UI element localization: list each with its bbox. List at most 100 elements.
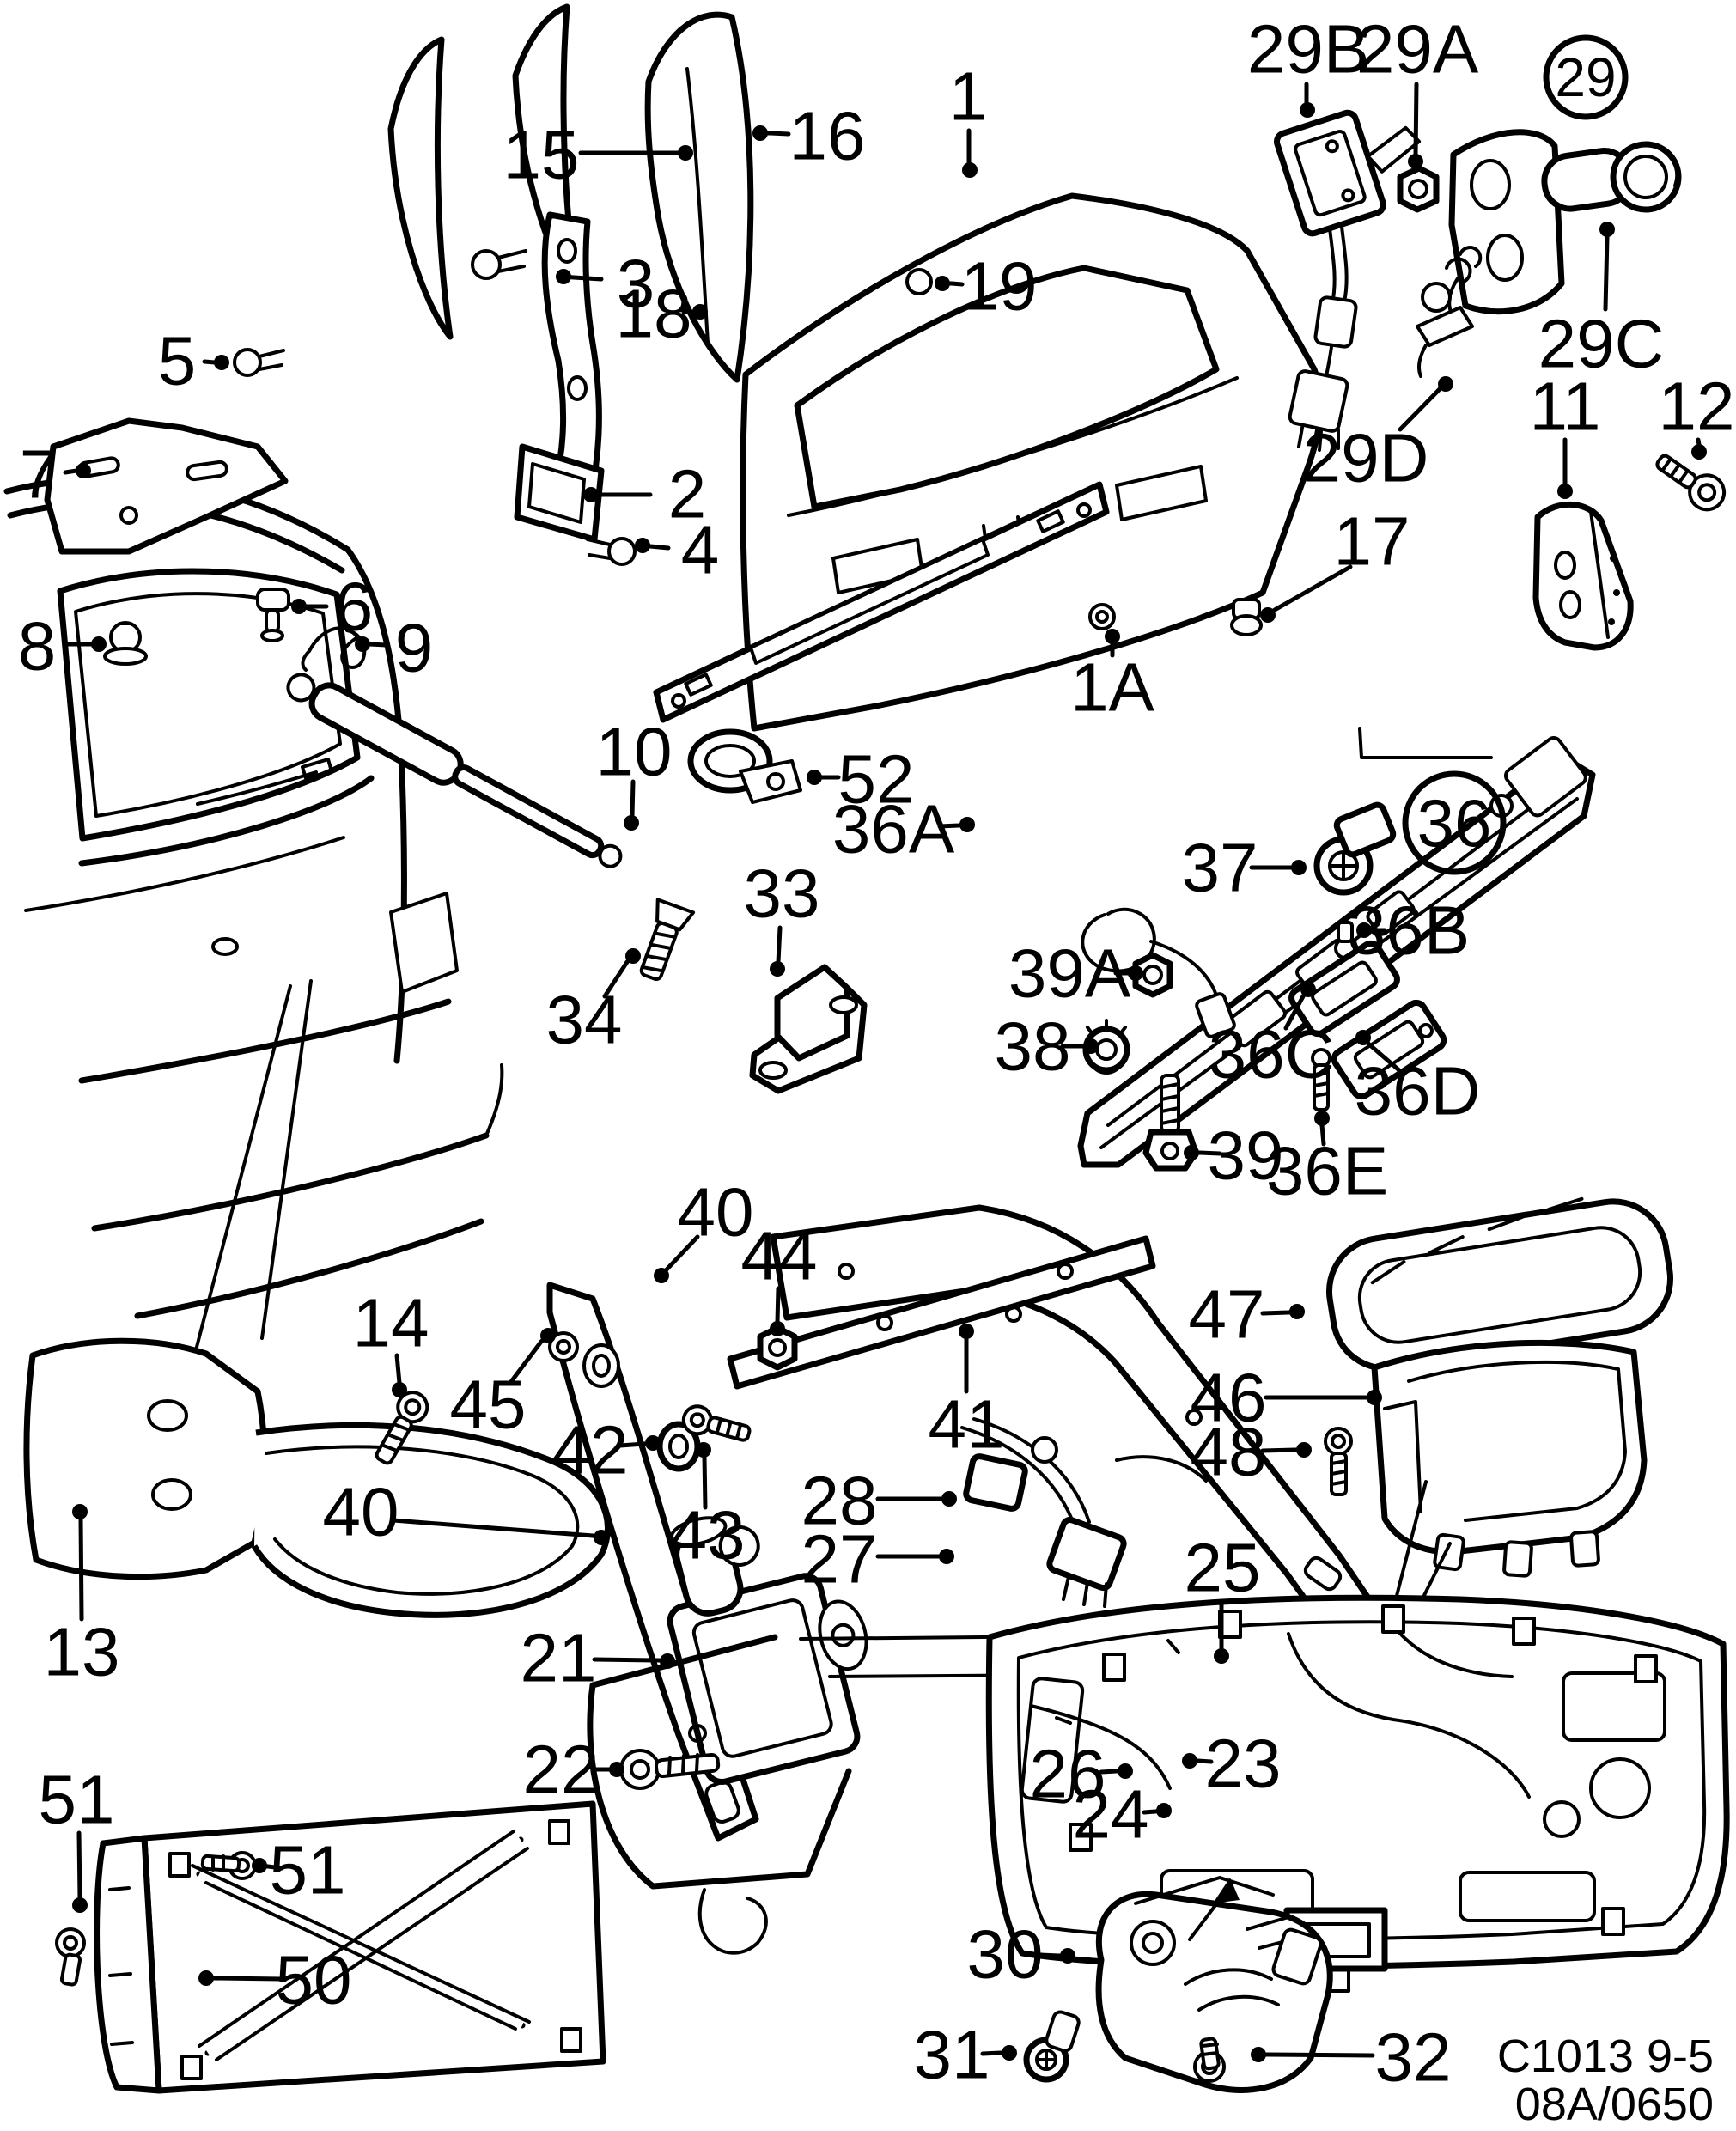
nut-1A xyxy=(1088,603,1116,630)
leader-dot xyxy=(1599,222,1615,237)
leader-dot xyxy=(1355,1030,1371,1045)
part-label-34-25: 34 xyxy=(546,948,641,1058)
leader-dot xyxy=(1356,922,1372,938)
part-number-text: 14 xyxy=(353,1285,429,1361)
leader-dot xyxy=(1260,607,1276,623)
nut-45-washer xyxy=(548,1331,620,1388)
part-label-13-35: 13 xyxy=(44,1504,120,1690)
rubber-bumper-6 xyxy=(256,588,290,642)
plate-bracket-50 xyxy=(94,1800,606,2094)
part-number-text: 13 xyxy=(44,1614,120,1690)
part-number-text: 21 xyxy=(521,1620,597,1696)
part-label-43-40: 43 xyxy=(669,1442,745,1574)
clip-31 xyxy=(1023,2010,1081,2083)
bumper-17 xyxy=(1230,598,1263,636)
part-number-text: 31 xyxy=(914,2017,990,2093)
part-number-text: 50 xyxy=(276,1942,352,2018)
leader-dot xyxy=(645,1435,661,1451)
leader-dot xyxy=(1182,1753,1197,1769)
part-label-6-16: 6 xyxy=(291,569,373,645)
leader-dot xyxy=(1083,1038,1099,1054)
leader-dot xyxy=(1557,484,1573,499)
part-label-23-50: 23 xyxy=(1182,1726,1281,1802)
leader-dot xyxy=(556,269,571,284)
part-label-3-2: 3 xyxy=(556,246,655,322)
grommet-19 xyxy=(905,268,933,295)
part-number-text: 36C xyxy=(1209,1016,1335,1093)
leader-dot xyxy=(1128,965,1143,981)
part-number-text: 46 xyxy=(1191,1360,1267,1436)
part-label-40-36: 40 xyxy=(654,1174,754,1283)
part-number-text: 52 xyxy=(838,741,915,818)
leader-line xyxy=(204,1976,284,1982)
leader-dot xyxy=(392,1382,407,1397)
part-label-46-54: 46 xyxy=(1191,1360,1382,1436)
part-label-16-1: 16 xyxy=(752,98,865,174)
bracket-7 xyxy=(44,417,289,555)
part-number-text: 5 xyxy=(158,323,197,399)
part-label-25-47: 25 xyxy=(1185,1530,1260,1664)
part-number-text: 40 xyxy=(678,1174,754,1251)
part-label-26-48: 26 xyxy=(1030,1736,1133,1812)
part-label-36A-23: 36A xyxy=(832,791,975,868)
part-label-19-5: 19 xyxy=(935,248,1037,325)
part-number-text: 22 xyxy=(523,1732,600,1808)
part-label-10-21: 10 xyxy=(596,714,672,831)
leader-dot xyxy=(1289,1304,1305,1319)
leader-dot xyxy=(1408,154,1423,169)
part-number-text: 34 xyxy=(546,982,623,1058)
leader-dot xyxy=(635,538,650,553)
leader-dot xyxy=(1367,1390,1382,1405)
part-label-42-39: 42 xyxy=(552,1412,661,1489)
part-number-text: 41 xyxy=(929,1386,1005,1463)
part-label-39A-27: 39A xyxy=(1008,935,1143,1012)
bulb-36B xyxy=(1334,921,1356,959)
part-number-text: 23 xyxy=(1205,1726,1282,1802)
lever-29D xyxy=(1416,306,1474,347)
leader-dot xyxy=(1184,1145,1199,1160)
part-number-text: 36B xyxy=(1348,892,1470,969)
leader-dot xyxy=(355,636,370,652)
striker-33 xyxy=(749,964,868,1094)
part-number-text: 16 xyxy=(789,98,866,174)
leader-dot xyxy=(76,463,91,478)
part-number-text: 11 xyxy=(1529,368,1600,445)
bolt-5 xyxy=(233,348,285,377)
handle-trim-ring-47 xyxy=(1325,1196,1674,1372)
leader-dot xyxy=(1300,982,1316,997)
screw-43 xyxy=(681,1404,752,1442)
part-number-text: 29A xyxy=(1356,11,1479,88)
leader-dot xyxy=(291,599,307,614)
leader-dot xyxy=(1291,860,1307,875)
part-number-text: 33 xyxy=(744,855,820,932)
leader-elbow-36 xyxy=(1358,727,1493,759)
part-label-36D-31: 36D xyxy=(1355,1030,1480,1129)
spoiler-rail-36 xyxy=(1077,735,1596,1168)
part-label-29D-9: 29D xyxy=(1303,376,1453,496)
part-label-21-45: 21 xyxy=(521,1620,675,1696)
part-number-text: 29C xyxy=(1538,306,1665,382)
part-number-text: 38 xyxy=(995,1008,1071,1085)
part-label-50-57: 50 xyxy=(198,1942,351,2018)
leader-dot xyxy=(939,1549,954,1564)
leader-line xyxy=(592,1657,670,1664)
leader-dot xyxy=(696,1442,711,1458)
leader-dot xyxy=(770,1321,785,1336)
leader-dot xyxy=(1105,629,1120,644)
part-label-2-14: 2 xyxy=(583,456,706,533)
switch-29B xyxy=(1274,109,1422,452)
hinge-arm-2 xyxy=(514,211,605,543)
leader-dot xyxy=(1002,2045,1017,2061)
gas-strut-10 xyxy=(286,673,623,868)
leader-dot xyxy=(770,961,785,977)
part-number-text: 6 xyxy=(335,569,374,645)
view-circle-36: 36 xyxy=(1402,770,1507,875)
part-number-text: 32 xyxy=(1375,2019,1452,2096)
leader-dot xyxy=(1156,1803,1172,1818)
part-label-37-26: 37 xyxy=(1182,830,1307,906)
leader-dot xyxy=(935,276,950,291)
part-label-48-56: 48 xyxy=(1191,1414,1312,1490)
part-label-40-42: 40 xyxy=(323,1474,609,1550)
